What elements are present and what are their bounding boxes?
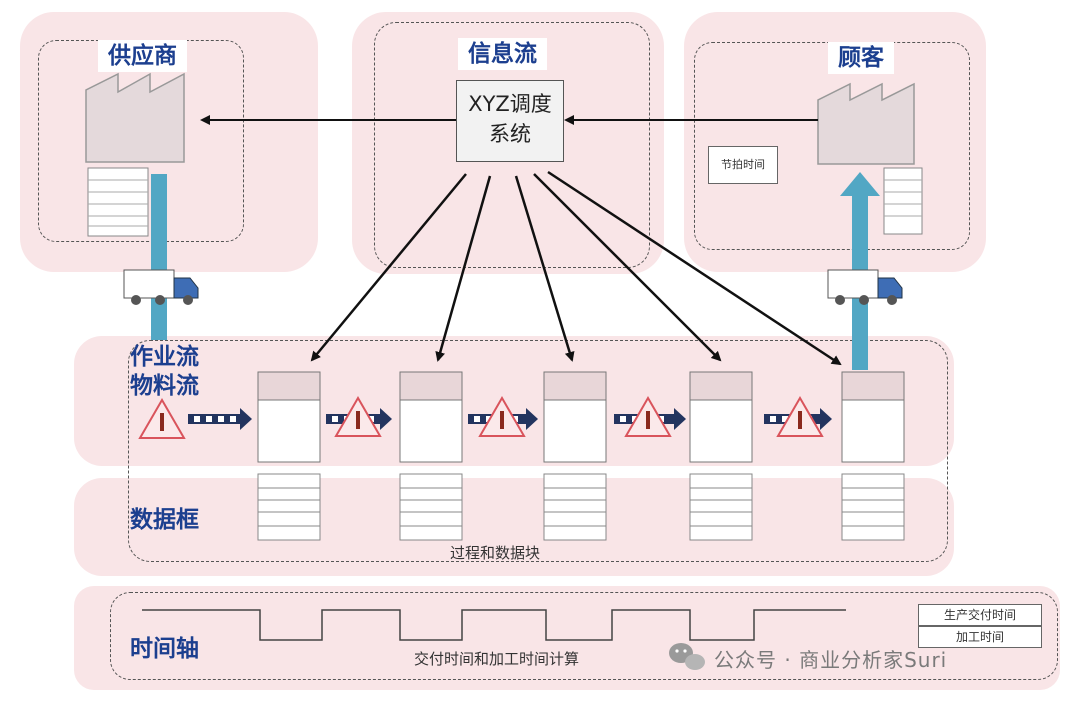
schedule-arrow-1 (310, 173, 467, 362)
data-block-4 (689, 473, 753, 541)
process-box-4 (689, 371, 753, 463)
process-box-2 (399, 371, 463, 463)
supplier-data-box (87, 167, 149, 237)
schedule-arrow-4 (533, 173, 722, 362)
info-flow-title: 信息流 (458, 38, 547, 70)
data-block-3 (543, 473, 607, 541)
customer-factory-icon (817, 82, 915, 165)
data-block-2 (399, 473, 463, 541)
process-dashed-frame (128, 340, 948, 562)
customer-title: 顾客 (828, 42, 894, 74)
warning-triangle-icon (776, 396, 824, 437)
wechat-icon (669, 643, 705, 670)
supplier-truck-icon (123, 269, 199, 305)
watermark-text: 公众号 · 商业分析家Suri (714, 648, 948, 672)
work-flow-title: 作业流 (130, 344, 199, 370)
customer-truck-icon (827, 269, 903, 305)
process-box-1 (257, 371, 321, 463)
timeline-title: 时间轴 (130, 636, 199, 662)
info-flow-dashed-frame (374, 22, 650, 268)
timeline-step-line (142, 609, 846, 641)
warning-triangle-icon (138, 398, 186, 439)
time-caption: 交付时间和加工时间计算 (414, 650, 580, 668)
warning-triangle-icon (478, 396, 526, 437)
customer-data-box (883, 167, 923, 235)
schedule-arrow-5 (547, 170, 842, 366)
takt-time-box: 节拍时间 (708, 146, 778, 184)
supplier-material-bar (151, 174, 167, 340)
timeline-panel (74, 586, 1060, 690)
xyz-scheduling-system-box: XYZ调度 系统 (456, 80, 564, 162)
warning-triangle-icon (624, 396, 672, 437)
data-block-5 (841, 473, 905, 541)
work-flow-panel (74, 336, 954, 466)
schedule-arrow-3 (514, 175, 575, 362)
material-flow-title: 物料流 (130, 373, 199, 399)
system-line-1: XYZ调度 (468, 92, 552, 116)
warning-triangle-icon (334, 396, 382, 437)
timeline-dashed-frame (110, 592, 1058, 680)
process-time-legend: 加工时间 (918, 626, 1042, 648)
data-box-panel (74, 478, 954, 576)
data-box-title: 数据框 (130, 507, 199, 533)
process-box-3 (543, 371, 607, 463)
schedule-arrow-2 (435, 175, 492, 362)
system-line-2: 系统 (489, 122, 531, 146)
process-caption: 过程和数据块 (450, 544, 541, 562)
supplier-factory-icon (85, 72, 185, 163)
data-block-1 (257, 473, 321, 541)
process-box-5 (841, 371, 905, 463)
lead-time-legend: 生产交付时间 (918, 604, 1042, 626)
supplier-title: 供应商 (98, 40, 187, 72)
